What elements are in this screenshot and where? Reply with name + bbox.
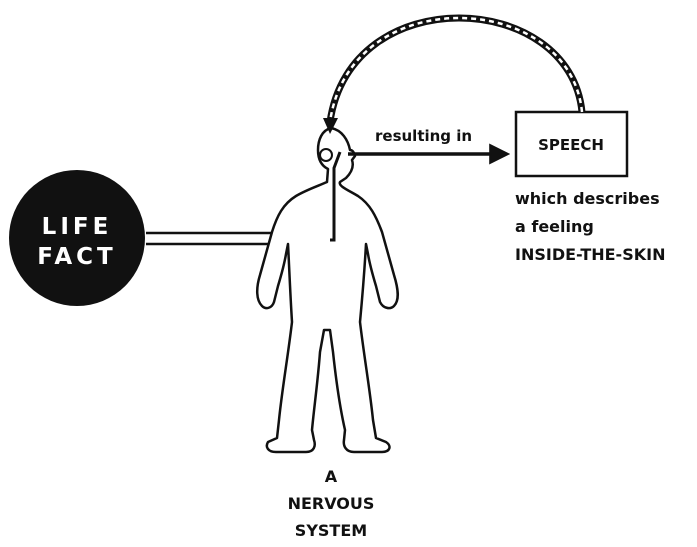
life-fact-circle [9, 170, 145, 306]
caption-line3: SYSTEM [295, 521, 367, 540]
nerve-pathway [330, 151, 342, 242]
speech-description: which describes a feeling INSIDE-THE-SKI… [515, 189, 665, 264]
caption-line1: A [325, 467, 338, 486]
life-fact-line2: FACT [37, 244, 116, 270]
human-figure [256, 126, 399, 454]
speech-box: SPEECH [514, 110, 629, 178]
description-line2: a feeling [515, 217, 594, 236]
caption-line2: NERVOUS [288, 494, 375, 513]
ear-icon [319, 148, 333, 162]
description-line3: INSIDE-THE-SKIN [515, 245, 665, 264]
feedback-arc [323, 14, 586, 134]
resulting-in-label: resulting in [375, 127, 472, 145]
description-line1: which describes [515, 189, 660, 208]
figure-caption: A NERVOUS SYSTEM [288, 467, 375, 540]
life-fact-node: LIFE FACT [9, 170, 145, 306]
life-fact-line1: LIFE [42, 214, 113, 240]
speech-label: SPEECH [538, 136, 604, 154]
figure-outline [256, 126, 399, 454]
speech-arrow: resulting in [348, 127, 511, 165]
